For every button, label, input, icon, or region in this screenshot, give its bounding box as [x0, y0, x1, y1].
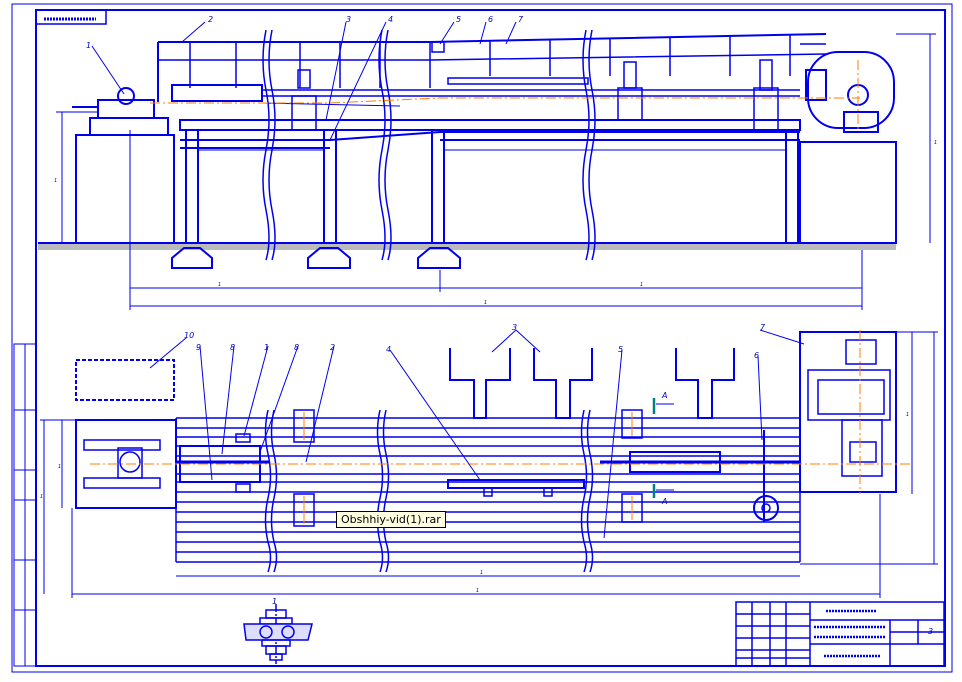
- deck-block-2: [293, 493, 315, 527]
- shaft-plate: [447, 479, 585, 489]
- section-mark-bottom: A: [661, 497, 667, 506]
- label-top-7: 7: [518, 15, 524, 24]
- left-pedestal: [75, 134, 175, 244]
- sheet-inner-frame: [35, 9, 946, 667]
- section-arrows: [656, 403, 674, 491]
- trough: [171, 84, 263, 102]
- conveyor-plate: [447, 77, 589, 85]
- label-top-2: 2: [208, 15, 213, 24]
- label-plan-8: 8: [230, 343, 235, 352]
- label-plan-3: 3: [512, 323, 517, 332]
- title-block-scribbles: [814, 609, 886, 658]
- main-frame-top-beam: [179, 119, 801, 131]
- dim-plan-h2: 1: [58, 464, 61, 470]
- label-top-4: 4: [388, 15, 393, 24]
- axis-line-top: [150, 97, 860, 104]
- title-block: [735, 601, 945, 667]
- fan-plan-frame: [799, 331, 897, 493]
- label-top-3: 3: [346, 15, 351, 24]
- label-plan-7: 7: [760, 323, 766, 332]
- label-plan-1: 1: [264, 343, 269, 352]
- left-drive-wheel: [117, 87, 135, 105]
- file-tooltip: Obshhiy-vid(1).rar: [336, 511, 446, 528]
- top-label-group: 1 2 3 4 5 6 7: [86, 15, 524, 50]
- label-plan-6: 6: [754, 351, 759, 360]
- dim-top-h2: 1: [934, 140, 937, 146]
- hanger-3: [759, 59, 773, 91]
- deck-block-3: [621, 409, 643, 439]
- dim-top-w3: 1: [484, 300, 487, 306]
- detail-label: 1: [272, 597, 277, 606]
- hanger-1: [297, 69, 311, 89]
- dim-plan-h3: 1: [906, 412, 909, 418]
- elevation-view: [38, 33, 897, 269]
- top-dimensions: [56, 33, 936, 310]
- bracket-2: [617, 87, 643, 121]
- hanger-2: [623, 61, 637, 89]
- plan-label-group: 10 9 8 1 8 2 4 3 5 7 6: [184, 323, 766, 360]
- label-plan-9: 9: [196, 343, 201, 352]
- fork-3: [675, 348, 735, 419]
- label-plan-10: 10: [184, 331, 194, 340]
- dim-top-w1: 1: [218, 282, 221, 288]
- label-plan-4: 4: [386, 345, 391, 354]
- dashed-box: [75, 359, 175, 401]
- plan-dimensions: [40, 331, 938, 598]
- label-top-5: 5: [456, 15, 461, 24]
- right-pedestal: [799, 141, 897, 244]
- label-top-1: 1: [86, 41, 91, 50]
- handrail-mid: [158, 53, 827, 61]
- title-sheet-number: 3: [928, 627, 933, 636]
- dim-top-h: 1: [54, 178, 57, 184]
- fan-motor: [843, 111, 879, 133]
- break-lines-top: [262, 29, 596, 261]
- foot-2: [307, 247, 351, 269]
- bracket-3: [753, 87, 779, 131]
- section-mark-top: A: [661, 391, 667, 400]
- foot-3: [417, 247, 461, 269]
- plan-view: [75, 331, 897, 563]
- fan-housing: [807, 51, 895, 129]
- rod-wheel: [753, 495, 779, 521]
- plan-leaders: [149, 329, 805, 539]
- ground-hatch: [38, 244, 896, 250]
- label-plan-8b: 8: [294, 343, 299, 352]
- axis-short-marks: [303, 412, 633, 524]
- top-left-stamp: [35, 9, 107, 25]
- fork-2: [533, 348, 593, 419]
- break-lines-plan: [264, 409, 594, 573]
- foot-1: [171, 247, 213, 269]
- fan-inlet: [805, 69, 827, 101]
- label-plan-5: 5: [618, 345, 623, 354]
- dim-top-w2: 1: [640, 282, 643, 288]
- handrail-top: [158, 33, 827, 43]
- label-top-6: 6: [488, 15, 493, 24]
- sheet-outer-frame: [11, 3, 953, 673]
- dim-plan-h1: 1: [40, 494, 43, 500]
- dim-plan-w5: 1: [480, 570, 483, 576]
- leg-4: [785, 129, 799, 244]
- detail-bolt-joint: [243, 604, 313, 664]
- deck-block-4: [621, 493, 643, 523]
- leg-2: [323, 129, 337, 244]
- top-leaders: [91, 21, 517, 141]
- left-drive-base: [89, 117, 169, 136]
- leg-3: [431, 129, 445, 244]
- fork-1: [449, 348, 511, 419]
- dim-plan-w6: 1: [476, 588, 479, 594]
- left-stamp-strip: [13, 343, 37, 667]
- leg-1: [185, 129, 199, 244]
- bracket-1: [291, 95, 317, 131]
- label-plan-2: 2: [330, 343, 335, 352]
- left-drive-unit: [97, 99, 155, 119]
- deck-block-1: [293, 409, 315, 443]
